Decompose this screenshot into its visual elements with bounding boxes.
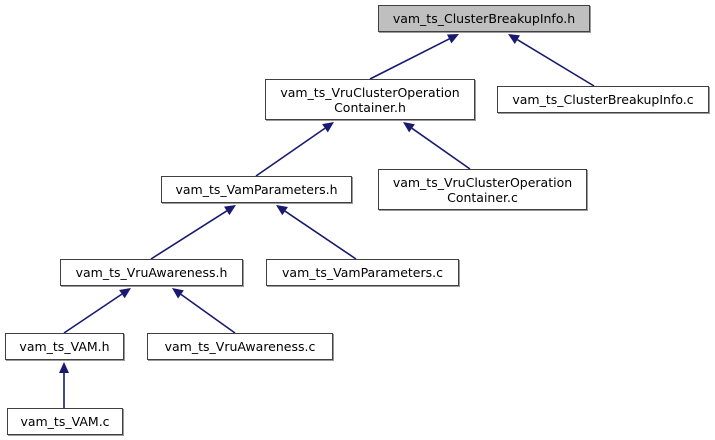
node-label: vam_ts_VruClusterOperation Container.c xyxy=(392,174,573,205)
node-label: vam_ts_ClusterBreakupInfo.h xyxy=(392,11,576,26)
edge-line xyxy=(284,210,357,260)
edge-line xyxy=(150,210,228,260)
node-vam_h[interactable]: vam_ts_VAM.h xyxy=(5,333,124,360)
edge-line xyxy=(180,293,236,334)
node-label: vam_ts_VAM.h xyxy=(19,339,110,354)
node-label: vam_ts_VruAwareness.c xyxy=(164,339,316,354)
edge-arrowhead xyxy=(276,205,288,216)
edge-line xyxy=(516,39,595,87)
edge-arrowhead xyxy=(59,362,69,373)
edge-arrowhead xyxy=(446,34,459,44)
node-label: vam_ts_VamParameters.c xyxy=(282,265,443,280)
edge-arrowhead xyxy=(119,288,131,299)
node-cluster_breakup_info_c[interactable]: vam_ts_ClusterBreakupInfo.c xyxy=(497,86,709,113)
edge-arrowhead xyxy=(403,122,415,133)
node-label: vam_ts_VAM.c xyxy=(20,414,110,429)
edge-arrowhead xyxy=(322,122,334,133)
edge-line xyxy=(369,38,450,80)
node-cluster_breakup_info_h[interactable]: vam_ts_ClusterBreakupInfo.h xyxy=(378,5,590,32)
node-label: vam_ts_VruClusterOperation Container.h xyxy=(280,84,460,115)
node-vam_c[interactable]: vam_ts_VAM.c xyxy=(7,408,123,435)
edge-arrowhead xyxy=(508,34,521,44)
node-label: vam_ts_VamParameters.h xyxy=(175,182,338,197)
edge-line xyxy=(63,293,123,334)
edge-arrowhead xyxy=(172,288,184,299)
node-label: vam_ts_VruAwareness.h xyxy=(75,265,228,280)
node-label: vam_ts_ClusterBreakupInfo.c xyxy=(512,92,694,107)
edge-line xyxy=(255,127,326,177)
node-vru_awareness_c[interactable]: vam_ts_VruAwareness.c xyxy=(147,333,333,360)
edge-line xyxy=(411,127,471,170)
node-vam_parameters_h[interactable]: vam_ts_VamParameters.h xyxy=(161,176,352,203)
node-vru_cluster_operation_container_c[interactable]: vam_ts_VruClusterOperation Container.c xyxy=(378,169,587,210)
node-vru_awareness_h[interactable]: vam_ts_VruAwareness.h xyxy=(60,259,243,286)
node-vru_cluster_operation_container_h[interactable]: vam_ts_VruClusterOperation Container.h xyxy=(265,79,475,120)
edge-arrowhead xyxy=(224,205,236,216)
node-vam_parameters_c[interactable]: vam_ts_VamParameters.c xyxy=(266,259,459,286)
